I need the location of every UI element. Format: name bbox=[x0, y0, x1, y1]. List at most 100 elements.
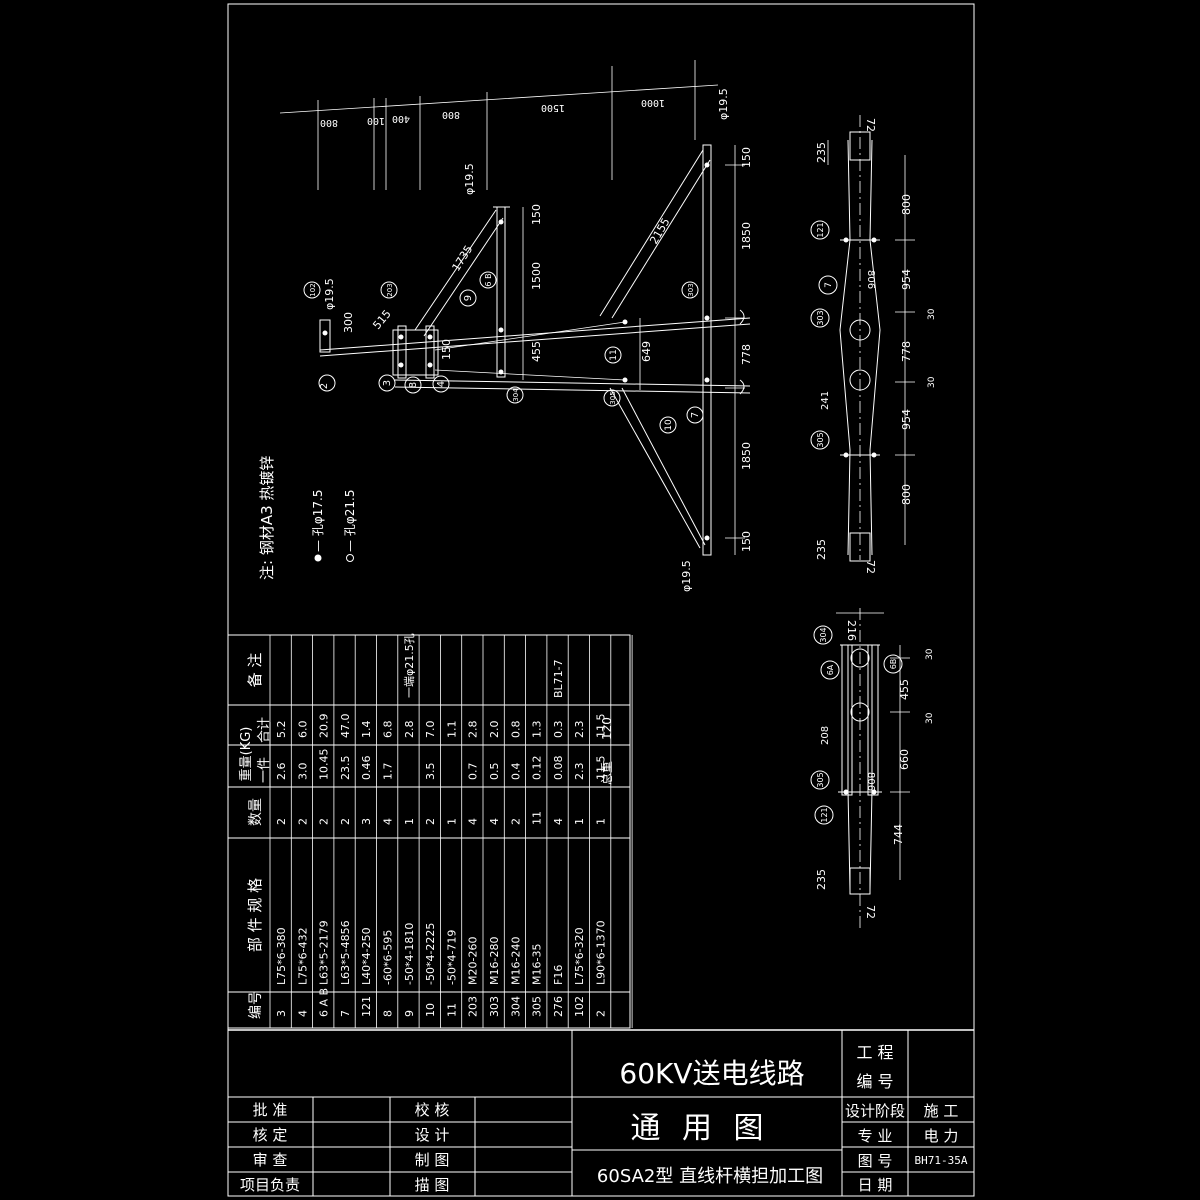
dim-300: 300 bbox=[342, 312, 355, 333]
table-cell-no: 6 A B bbox=[318, 988, 331, 1017]
plan-top-dim-241: 241 bbox=[820, 391, 831, 410]
drawing-subtitle: 通 用 图 bbox=[630, 1111, 769, 1146]
table-cell-each: 3.5 bbox=[424, 763, 437, 781]
table-cell-no: 121 bbox=[360, 996, 373, 1017]
signature-role-right: 校 核 bbox=[415, 1101, 450, 1119]
table-cell-each: 2.6 bbox=[275, 763, 288, 781]
col-header-no: 编号 bbox=[248, 991, 264, 1019]
project-no-label-1: 工 程 bbox=[856, 1043, 893, 1062]
table-cell-qty: 2 bbox=[318, 818, 331, 825]
dim-515: 515 bbox=[370, 307, 393, 331]
table-cell-spec: L90*6-1370 bbox=[595, 920, 608, 985]
note-hole-large: — 孔φ21.5 bbox=[343, 490, 357, 552]
table-cell-total: 11.5 bbox=[595, 714, 608, 739]
balloon-8: 8 bbox=[408, 382, 419, 388]
drawing-frame bbox=[227, 3, 975, 1197]
balloon-304: 304 bbox=[512, 388, 520, 402]
plan-bot-dim-216: 216 bbox=[845, 620, 858, 641]
drawing-no-value: BH71-35A bbox=[915, 1154, 968, 1167]
table-cell-total: 2.0 bbox=[488, 721, 501, 739]
balloon-10: 10 bbox=[664, 419, 674, 431]
signature-role-left: 审 查 bbox=[253, 1151, 288, 1169]
table-cell-total: 6.0 bbox=[296, 721, 309, 739]
table-cell-each: 2.3 bbox=[573, 763, 586, 781]
plan-top-dim-954a: 954 bbox=[900, 269, 913, 290]
col-header-each: 一件 bbox=[257, 757, 272, 783]
plan-top-dim-72b: 72 bbox=[864, 560, 877, 574]
balloon-303: 303 bbox=[687, 283, 695, 296]
table-cell-qty: 2 bbox=[339, 818, 352, 825]
signature-role-left: 批 准 bbox=[253, 1101, 288, 1119]
table-cell-spec: L40*4-250 bbox=[360, 927, 373, 985]
table-cell-spec: L63*5-2179 bbox=[318, 920, 331, 985]
balloon-6b: 6 B bbox=[484, 273, 493, 286]
table-cell-total: 2.8 bbox=[403, 721, 416, 739]
table-cell-spec: -50*4-1810 bbox=[403, 923, 416, 985]
dim-top-800b: 800 bbox=[442, 109, 460, 120]
table-cell-total: 20.9 bbox=[318, 714, 331, 739]
table-cell-qty: 4 bbox=[467, 818, 480, 825]
solid-hole-symbol bbox=[314, 554, 322, 562]
plan-balloon-305: 305 bbox=[816, 432, 825, 447]
table-cell-qty: 4 bbox=[382, 818, 395, 825]
balloon-11: 11 bbox=[609, 349, 619, 360]
signature-role-right: 制 图 bbox=[415, 1151, 450, 1169]
table-cell-no: 305 bbox=[531, 996, 544, 1017]
table-cell-each: 0.12 bbox=[531, 756, 544, 781]
hole-dia-bottom: φ19.5 bbox=[680, 560, 693, 592]
table-cell-qty: 1 bbox=[403, 818, 416, 825]
table-cell-each: 0.46 bbox=[360, 756, 373, 781]
dim-649: 649 bbox=[640, 341, 653, 362]
plan-top-dim-235a: 235 bbox=[815, 142, 828, 163]
table-cell-qty: 2 bbox=[424, 818, 437, 825]
hole-dia-left: φ19.5 bbox=[323, 278, 336, 310]
table-cell-qty: 11 bbox=[531, 811, 544, 825]
plan-balloon-121b: 121 bbox=[820, 807, 829, 822]
table-cell-each: 1.7 bbox=[382, 763, 395, 781]
table-cell-no: 9 bbox=[403, 1010, 416, 1017]
plan-bot-dim-235: 235 bbox=[815, 869, 828, 890]
table-cell-no: 11 bbox=[445, 1003, 458, 1017]
plan-bot-dim-30b: 30 bbox=[925, 712, 935, 724]
signature-role-right: 描 图 bbox=[415, 1176, 450, 1194]
plan-bot-dim-72: 72 bbox=[864, 905, 877, 919]
dim-top-1500: 1500 bbox=[541, 102, 565, 113]
plan-top-dim-235b: 235 bbox=[815, 539, 828, 560]
plan-balloon-304: 304 bbox=[819, 627, 828, 642]
open-hole-symbol bbox=[346, 554, 354, 562]
note-hole-small: — 孔φ17.5 bbox=[311, 490, 325, 552]
plan-bot-dim-806: 806 bbox=[865, 772, 876, 791]
table-cell-total: 0.8 bbox=[509, 721, 522, 739]
specialty-label: 专 业 bbox=[858, 1127, 893, 1145]
table-cell-total: 2.8 bbox=[467, 721, 480, 739]
plan-bot-dim-30a: 30 bbox=[925, 648, 935, 660]
specialty-value: 电 力 bbox=[924, 1127, 959, 1145]
table-cell-no: 303 bbox=[488, 996, 501, 1017]
table-cell-total: 1.3 bbox=[531, 721, 544, 739]
table-cell-each: 0.08 bbox=[552, 756, 565, 781]
note-main: 注: 钢材A3 热镀锌 bbox=[258, 456, 276, 580]
table-cell-qty: 1 bbox=[595, 818, 608, 825]
dim-150a: 150 bbox=[530, 204, 543, 225]
plan-top-dim-806a: 806 bbox=[865, 270, 876, 289]
plan-bot-dim-660: 660 bbox=[898, 749, 911, 770]
table-cell-each: 0.7 bbox=[467, 763, 480, 781]
table-cell-spec: -50*4-719 bbox=[445, 930, 458, 985]
table-cell-qty: 2 bbox=[509, 818, 522, 825]
plan-balloon-6a: 6A bbox=[826, 664, 835, 675]
table-cell-no: 276 bbox=[552, 996, 565, 1017]
plan-bot-dim-208: 208 bbox=[820, 726, 831, 745]
plan-top-dim-954b: 954 bbox=[900, 409, 913, 430]
plan-top-dim-30a: 30 bbox=[927, 308, 937, 320]
table-cell-spec: M16-35 bbox=[531, 944, 544, 985]
table-cell-no: 203 bbox=[467, 996, 480, 1017]
balloon-4: 4 bbox=[436, 381, 447, 387]
balloon-102: 102 bbox=[309, 283, 317, 296]
plan-top-dim-72a: 72 bbox=[864, 118, 877, 132]
plan-view-top: 72 235 800 954 30 778 30 954 800 235 72 … bbox=[810, 115, 937, 574]
notes: 注: 钢材A3 热镀锌 — 孔φ17.5 — 孔φ21.5 bbox=[258, 456, 357, 580]
table-cell-each: 23.5 bbox=[339, 756, 352, 781]
signature-role-left: 项目负责 bbox=[240, 1176, 300, 1194]
table-cell-qty: 2 bbox=[296, 818, 309, 825]
table-cell-each: 10.45 bbox=[318, 749, 331, 781]
